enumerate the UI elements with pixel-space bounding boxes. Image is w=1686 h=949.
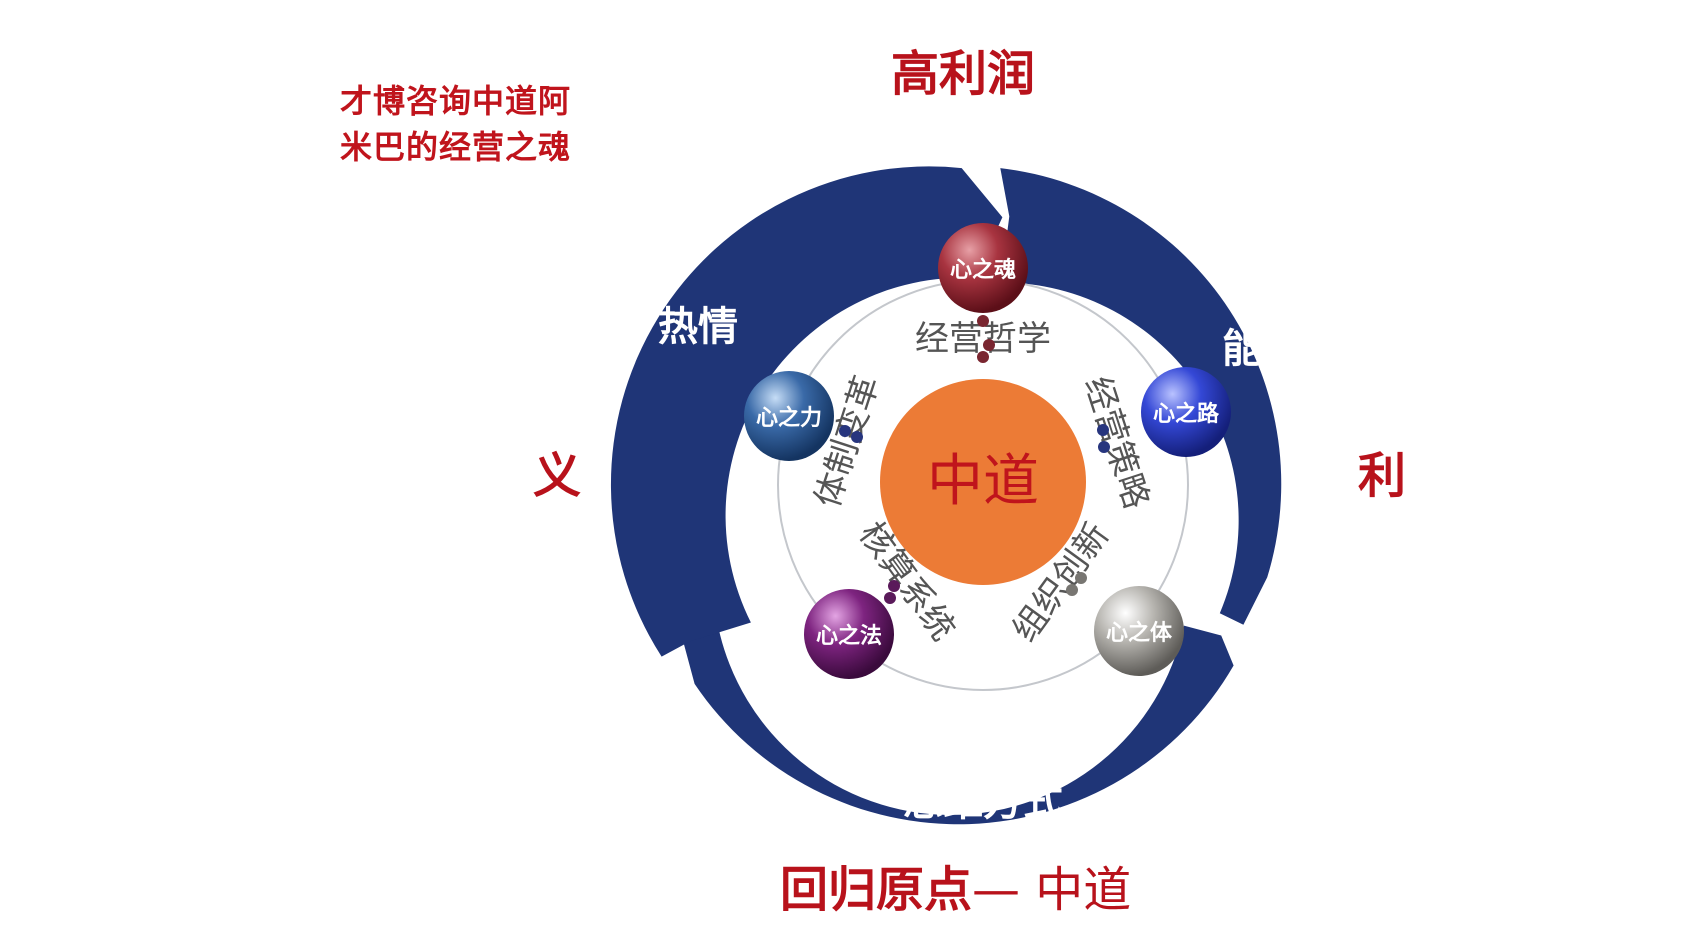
node-soul-sphere	[938, 223, 1028, 313]
dot	[1098, 441, 1110, 453]
node-body-label: 心之体	[1106, 620, 1173, 646]
ring-label-ability: 能力	[1222, 326, 1302, 372]
ring-label-mindset: 思维方式	[903, 779, 1063, 825]
connector-dots	[839, 315, 1110, 604]
caption-line-2: 米巴的经营之魂	[340, 128, 572, 166]
label-righteousness: 义	[533, 448, 581, 504]
node-method: 心之法	[804, 589, 894, 679]
dot	[977, 351, 989, 363]
dot	[1075, 572, 1087, 584]
center-label: 中道	[927, 449, 1039, 514]
bottom-title: 回归原点— 中道	[780, 860, 1131, 920]
ring-segment-left	[610, 166, 1003, 657]
dot	[888, 580, 900, 592]
dot	[851, 431, 863, 443]
node-path-label: 心之路	[1153, 401, 1220, 427]
dot	[839, 425, 851, 437]
caption-line-1: 才博咨询中道阿	[340, 82, 572, 120]
node-force: 心之力	[744, 371, 834, 461]
node-method-sphere	[804, 589, 894, 679]
center-circle	[880, 379, 1086, 585]
label-profit: 利	[1358, 448, 1406, 504]
node-body: 心之体	[1094, 586, 1184, 676]
inner-label-strategy: 经营策略	[1076, 372, 1156, 514]
dot	[1066, 584, 1078, 596]
bottom-title-bold: 回归原点	[780, 862, 973, 918]
ring-segment-bottom	[681, 625, 1234, 825]
node-soul: 心之魂	[938, 223, 1028, 313]
node-force-label: 心之力	[756, 405, 822, 431]
node-force-sphere	[744, 371, 834, 461]
dot	[884, 592, 896, 604]
node-path-sphere	[1141, 367, 1231, 457]
label-high-profit: 高利润	[891, 46, 1035, 102]
node-path: 心之路	[1141, 367, 1231, 457]
dot	[983, 339, 995, 351]
node-method-label: 心之法	[816, 623, 882, 649]
dot	[1097, 424, 1109, 436]
outer-ring	[610, 166, 1282, 825]
ring-label-passion: 热情	[658, 304, 738, 350]
caption: 才博咨询中道阿 米巴的经营之魂	[340, 78, 571, 170]
node-body-sphere	[1094, 586, 1184, 676]
node-soul-label: 心之魂	[950, 257, 1016, 283]
bottom-title-normal: — 中道	[972, 862, 1132, 918]
dot	[977, 315, 989, 327]
ring-segment-top-right	[1000, 168, 1282, 625]
